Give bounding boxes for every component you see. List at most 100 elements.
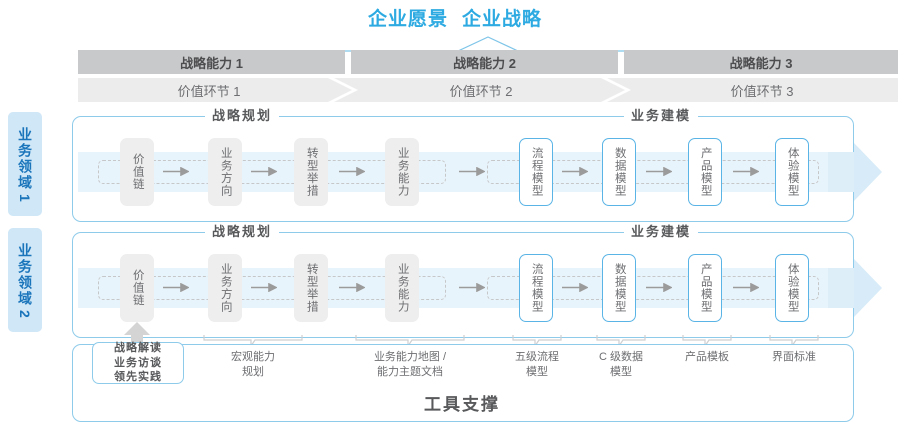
arrow-row1-2 — [251, 167, 277, 176]
node-label: 数据模型 — [613, 147, 626, 197]
node-label: 业务方向 — [219, 263, 232, 313]
node-row1-process-model[interactable]: 流程模型 — [519, 138, 553, 206]
node-label: 体验模型 — [786, 147, 799, 197]
tool-label-capability-map: 业务能力地图 / 能力主题文档 — [355, 350, 465, 380]
value-chevron-2[interactable]: 价值环节 2 — [449, 83, 513, 99]
node-label: 产品模型 — [699, 147, 712, 197]
arrow-row1-4 — [459, 167, 485, 176]
node-label: 体验模型 — [786, 263, 799, 313]
node-label: 转型举措 — [305, 263, 318, 313]
tool-chip-line-3: 领先实践 — [114, 371, 162, 384]
arrow-row1-3 — [339, 167, 365, 176]
tool-label-macro-capability: 宏观能力 规划 — [203, 350, 303, 380]
tool-support-title: 工具支撑 — [424, 395, 500, 414]
node-label: 业务能力 — [396, 147, 409, 197]
tool-label-product-template: 产品模板 — [670, 350, 744, 365]
node-row2-transformation-measures[interactable]: 转型举措 — [294, 254, 328, 322]
flow-band-tail-row-1 — [828, 152, 854, 192]
section-caption-modeling-row2: 业务建模 — [624, 225, 699, 239]
tool-label-line-1: 产品模板 — [685, 351, 729, 363]
arrow-row1-5 — [562, 167, 588, 176]
sidebar-domain-2-label: 业务领域 — [17, 242, 33, 307]
tool-support-chip[interactable]: 战略解读 业务访谈 领先实践 — [92, 342, 184, 384]
arrow-row2-4 — [459, 283, 485, 292]
node-row1-business-capability[interactable]: 业务能力 — [385, 138, 419, 206]
tool-label-line-1: C 级数据 — [599, 351, 643, 363]
node-row2-value-chain[interactable]: 价值链 — [120, 254, 154, 322]
value-chevron-row: 价值环节 1 价值环节 2 价值环节 3 — [78, 78, 898, 102]
tool-support-container — [72, 344, 854, 422]
dashed-group-left-row-2 — [98, 276, 446, 300]
node-label: 价值链 — [131, 153, 144, 191]
arrow-row2-2 — [251, 283, 277, 292]
node-row1-experience-model[interactable]: 体验模型 — [775, 138, 809, 206]
flow-band-tail-row-2 — [828, 268, 854, 308]
arrow-row2-6 — [646, 283, 672, 292]
arrow-row1-6 — [646, 167, 672, 176]
node-row2-experience-model[interactable]: 体验模型 — [775, 254, 809, 322]
node-label: 业务能力 — [396, 263, 409, 313]
tool-label-line-2: 能力主题文档 — [377, 365, 443, 378]
node-label: 转型举措 — [305, 147, 318, 197]
node-row2-business-direction[interactable]: 业务方向 — [208, 254, 242, 322]
capability-bar-row: 战略能力 1 战略能力 2 战略能力 3 — [78, 50, 898, 74]
node-label: 业务方向 — [219, 147, 232, 197]
section-caption-modeling-row1: 业务建模 — [624, 109, 699, 123]
sidebar-domain-2-number: 2 — [17, 309, 33, 318]
tool-label-line-1: 业务能力地图 / — [373, 351, 447, 363]
node-row2-product-model[interactable]: 产品模型 — [688, 254, 722, 322]
section-caption-planning-row1: 战略规划 — [205, 109, 280, 123]
section-caption-planning-row2: 战略规划 — [205, 225, 280, 239]
tool-label-line-1: 宏观能力 — [231, 351, 275, 363]
node-row2-process-model[interactable]: 流程模型 — [519, 254, 553, 322]
node-row1-data-model[interactable]: 数据模型 — [602, 138, 636, 206]
arrow-row2-5 — [562, 283, 588, 292]
tool-label-process-model: 五级流程 模型 — [500, 350, 574, 380]
tool-up-arrow-icon — [124, 322, 150, 346]
tool-label-line-1: 界面标准 — [772, 351, 816, 363]
node-row1-business-direction[interactable]: 业务方向 — [208, 138, 242, 206]
value-chevron-3[interactable]: 价值环节 3 — [730, 83, 794, 99]
dashed-group-left-row-1 — [98, 160, 446, 184]
sidebar-domain-2[interactable]: 业务领域 2 — [8, 228, 42, 332]
node-row2-data-model[interactable]: 数据模型 — [602, 254, 636, 322]
tool-label-line-1: 五级流程 — [515, 351, 559, 363]
dashed-group-right-row-2 — [487, 276, 819, 300]
node-row1-value-chain[interactable]: 价值链 — [120, 138, 154, 206]
title-spacer — [448, 9, 462, 31]
sidebar-domain-1-label: 业务领域 — [17, 126, 33, 191]
tool-chip-line-1: 战略解读 — [114, 341, 162, 354]
arrow-row1-1 — [163, 167, 189, 176]
node-label: 价值链 — [131, 269, 144, 307]
arrow-row2-3 — [339, 283, 365, 292]
tool-label-line-2: 规划 — [242, 365, 264, 378]
capability-bar-1[interactable]: 战略能力 1 — [78, 50, 345, 74]
capability-bar-2[interactable]: 战略能力 2 — [351, 50, 618, 74]
node-label: 数据模型 — [613, 263, 626, 313]
node-label: 产品模型 — [699, 263, 712, 313]
page-title: 企业愿景 企业战略 — [0, 4, 910, 31]
tool-chip-line-2: 业务访谈 — [114, 356, 162, 369]
value-chevron-shapes — [78, 78, 898, 102]
tool-label-line-2: 模型 — [610, 365, 632, 378]
tool-label-data-model: C 级数据 模型 — [584, 350, 658, 380]
node-row1-product-model[interactable]: 产品模型 — [688, 138, 722, 206]
tool-label-line-2: 模型 — [526, 365, 548, 378]
value-chevron-1[interactable]: 价值环节 1 — [177, 83, 241, 99]
arrow-row1-7 — [733, 167, 759, 176]
arrow-row2-1 — [163, 283, 189, 292]
arrow-row2-7 — [733, 283, 759, 292]
sidebar-domain-1[interactable]: 业务领域 1 — [8, 112, 42, 216]
sidebar-domain-1-number: 1 — [17, 193, 33, 202]
capability-bar-3[interactable]: 战略能力 3 — [624, 50, 898, 74]
flow-band-arrowhead-row-2 — [854, 259, 882, 317]
node-label: 流程模型 — [530, 263, 543, 313]
title-enterprise-vision: 企业愿景 — [367, 9, 448, 30]
dashed-group-right-row-1 — [487, 160, 819, 184]
node-row1-transformation-measures[interactable]: 转型举措 — [294, 138, 328, 206]
title-enterprise-strategy: 企业战略 — [462, 9, 543, 30]
tool-label-ui-standard: 界面标准 — [757, 350, 831, 365]
flow-band-arrowhead-row-1 — [854, 143, 882, 201]
node-row2-business-capability[interactable]: 业务能力 — [385, 254, 419, 322]
